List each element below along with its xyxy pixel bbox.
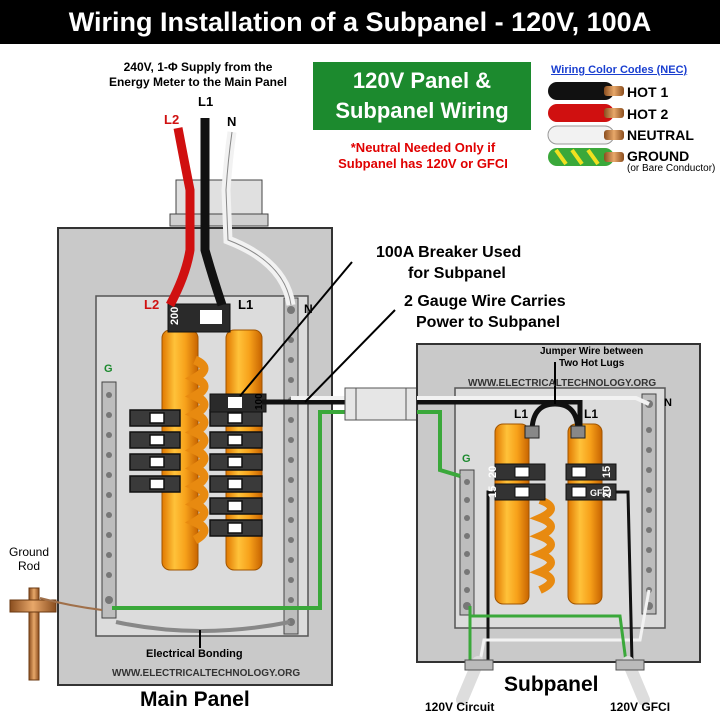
sub-neutral-bar — [641, 393, 657, 615]
label-l2-top: L2 — [164, 112, 179, 127]
feeder-wire-ground — [112, 410, 345, 610]
neutral-note: *Neutral Needed Only if Subpanel has 120… — [318, 140, 528, 172]
label-gfci: GFCI — [590, 488, 612, 498]
callout-wire: 2 Gauge Wire Carries Power to Subpanel — [404, 291, 566, 333]
callout-jumper: Jumper Wire between Two Hot Lugs — [540, 346, 643, 370]
neutral-note-line2: Subpanel has 120V or GFCI — [338, 156, 508, 171]
main-ground-screws — [105, 392, 113, 604]
ground-rod-caption: Ground Rod — [6, 545, 52, 573]
callout-bonding: Electrical Bonding — [146, 648, 243, 660]
subpanel-label: Subpanel — [504, 673, 599, 696]
supply-caption-line1: 240V, 1-Φ Supply from the — [123, 60, 273, 74]
cable-left-gland — [464, 659, 494, 671]
sub-bus-right — [567, 423, 603, 605]
badge-line2: Subpanel Wiring — [335, 98, 509, 123]
legend-hot2: HOT 2 — [627, 106, 669, 122]
callout-breaker-line1: 100A Breaker Used — [376, 244, 522, 261]
callout-breaker-pointer — [239, 261, 353, 397]
label-n-top: N — [227, 114, 236, 129]
label-l1-top: L1 — [198, 94, 213, 109]
supply-wire-l1 — [200, 118, 227, 307]
label-l2-main: L2 — [144, 297, 159, 312]
sub-ground-bar — [459, 469, 475, 616]
main-ground-bar — [101, 381, 117, 619]
legend-swatches — [547, 82, 624, 166]
sub-neutral-screws — [645, 400, 653, 610]
callout-wire-line1: 2 Gauge Wire Carries — [404, 293, 566, 310]
label-g-sub: G — [462, 453, 471, 465]
main-neutral-bar — [283, 297, 299, 635]
sub-lug-right — [570, 425, 586, 439]
main-neutral-screws — [287, 306, 295, 626]
sub-neutral-feed — [417, 396, 650, 406]
circuit-right-label: 120V GFCI — [610, 700, 671, 714]
legend-title: Wiring Color Codes (NEC) — [551, 64, 688, 76]
callout-breaker: 100A Breaker Used for Subpanel — [376, 242, 521, 284]
label-n-main: N — [304, 302, 313, 316]
sub-branch-left-n — [478, 589, 651, 663]
interconnect-conduit — [344, 387, 418, 421]
cable-right-gland — [615, 659, 645, 671]
circuit-left-label: 120V Circuit — [425, 700, 495, 714]
supply-wire-n-outline — [225, 131, 292, 306]
supply-caption: 240V, 1-Φ Supply from the Energy Meter t… — [98, 60, 298, 90]
ground-rod-wire — [39, 597, 103, 611]
sub-branch-right-hot — [616, 490, 634, 663]
label-sub-20: 20 — [487, 466, 499, 478]
sub-branch-left-hot — [486, 490, 495, 662]
ground-rod-clamp — [9, 599, 57, 613]
label-100-breaker: 100 — [254, 393, 265, 410]
callout-jumper-line2: Two Hot Lugs — [558, 358, 625, 369]
sub-bus-fingers — [529, 496, 555, 594]
sub-lug-left — [524, 425, 540, 439]
label-sub-20-right: 20 — [601, 486, 613, 498]
legend-neutral: NEUTRAL — [627, 127, 694, 143]
bonding-strap — [115, 620, 291, 633]
subpanel-feed-breaker-switch — [228, 397, 242, 408]
label-sub-15-right: 15 — [601, 466, 613, 478]
ground-rod-line2: Rod — [17, 559, 40, 573]
sub-hot-feed — [417, 399, 583, 430]
badge-line1: 120V Panel & — [352, 68, 492, 93]
main-breaker-rating: 200 — [169, 307, 181, 325]
legend-ground: GROUND — [627, 148, 690, 164]
callout-wire-pointer — [304, 309, 396, 403]
main-bus-fingers — [184, 355, 209, 544]
legend-hot1: HOT 1 — [627, 84, 669, 100]
main-breaker-switch — [200, 310, 222, 324]
label-l1-sub-right: L1 — [584, 407, 598, 421]
sub-ground-feed — [417, 410, 461, 478]
label-l1-main: L1 — [238, 297, 253, 312]
legend-ground-sub: (or Bare Conductor) — [627, 163, 716, 174]
callout-breaker-line2: for Subpanel — [408, 265, 506, 282]
watermark-main: WWW.ELECTRICALTECHNOLOGY.ORG — [112, 668, 300, 679]
label-l1-sub-left: L1 — [514, 407, 528, 421]
label-n-sub: N — [664, 397, 672, 409]
main-branch-breakers — [129, 409, 263, 537]
sub-bus-left — [494, 423, 530, 605]
callout-jumper-line1: Jumper Wire between — [540, 346, 644, 357]
label-sub-15-left: 15 — [487, 486, 499, 498]
label-g-main: G — [104, 363, 113, 375]
sub-branch-right — [470, 614, 628, 663]
ground-rod — [28, 587, 40, 681]
main-panel-label: Main Panel — [140, 688, 250, 711]
ground-rod-line1: Ground — [8, 545, 50, 559]
sub-breakers — [494, 463, 617, 501]
title-bar: Wiring Installation of a Subpanel - 120V… — [0, 0, 720, 44]
supply-caption-line2: Energy Meter to the Main Panel — [108, 75, 288, 89]
diagram-title: Wiring Installation of a Subpanel - 120V… — [68, 7, 652, 37]
neutral-note-line1: *Neutral Needed Only if — [350, 140, 496, 155]
supply-wire-l2 — [166, 127, 195, 308]
supply-conduit-nut — [169, 213, 269, 227]
panel-wiring-badge: 120V Panel & Subpanel Wiring — [313, 62, 531, 130]
watermark-sub: WWW.ELECTRICALTECHNOLOGY.ORG — [468, 378, 656, 389]
callout-wire-line2: Power to Subpanel — [416, 314, 561, 331]
